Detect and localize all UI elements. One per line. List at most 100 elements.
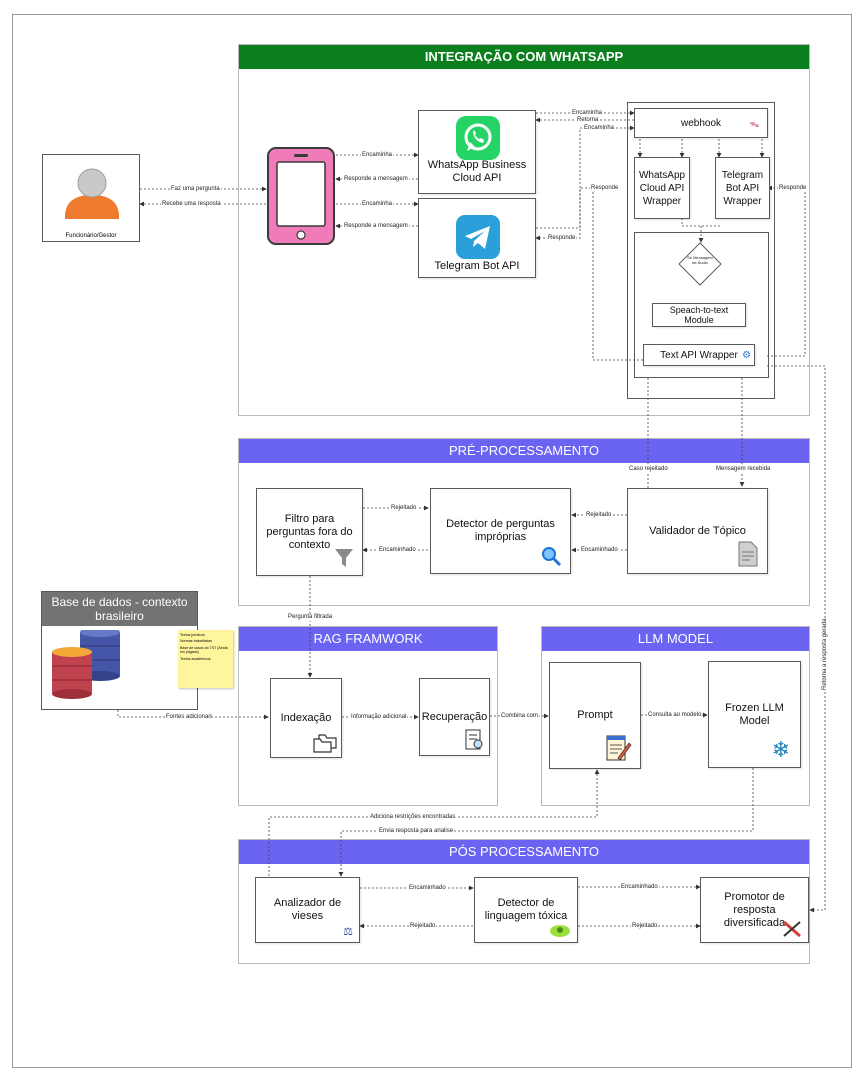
speech-to-text-label: Speach-to-text Module xyxy=(669,305,729,325)
edge-label-combina-com: Combina com xyxy=(500,713,540,720)
edge-label-rejeitado-3: Rejeitado xyxy=(409,923,437,930)
edge-label-encaminha-2: Encaminha xyxy=(361,201,394,208)
notepad-pencil-icon xyxy=(606,735,632,761)
edge-label-fontes-adicionais: Fontes adicionais xyxy=(165,714,214,721)
webhook-node: webhook ᯓ xyxy=(634,108,768,138)
database-icon xyxy=(52,630,120,699)
toxic-cloud-icon xyxy=(550,925,570,937)
edge-label-encaminhado-1: Encaminhado xyxy=(580,547,619,554)
whatsapp-api-node: WhatsApp Business Cloud API xyxy=(418,110,536,194)
document-icon xyxy=(738,541,758,567)
audio-decision-label: Se Mensagem de Áudio xyxy=(687,255,713,265)
whatsapp-icon xyxy=(456,116,500,160)
edge-adiciona-restricoes xyxy=(268,769,600,876)
filtro-label: Filtro para perguntas fora do contexto xyxy=(266,512,353,551)
edge-retorna-resposta xyxy=(767,365,826,913)
whatsapp-wrapper-node: WhatsApp Cloud API Wrapper xyxy=(634,157,690,219)
telegram-api-node: Telegram Bot API xyxy=(418,198,536,278)
speech-to-text-node: Speach-to-text Module xyxy=(652,303,746,327)
indexacao-label: Indexação xyxy=(280,711,332,724)
validador-label: Validador de Tópico xyxy=(649,524,746,537)
gear-doc-icon: ⚙ xyxy=(742,350,751,361)
preprocessing-panel-title: PRÉ-PROCESSAMENTO xyxy=(239,439,809,463)
user-label: Funcionário/Gestor xyxy=(65,233,117,239)
edge-label-encaminha-3: Encaminha xyxy=(571,110,604,117)
edge-label-responde-2: Responde xyxy=(778,185,808,192)
detector-improprias-label: Detector de perguntas impróprias xyxy=(446,518,555,543)
rag-panel-title: RAG FRAMWORK xyxy=(239,627,497,651)
database-sticky-note: Textos jurídicos Normas trabalhistas Bas… xyxy=(178,630,233,688)
whatsapp-panel-title: INTEGRAÇÃO COM WHATSAPP xyxy=(239,45,809,69)
edge-label-rejeitado-1: Rejeitado xyxy=(585,512,613,519)
edge-label-informacao-adicional: Informação adicional xyxy=(350,714,408,721)
telegram-icon xyxy=(456,215,500,259)
text-api-wrapper-node: Text API Wrapper ⚙ xyxy=(643,344,755,366)
doc-search-icon xyxy=(465,729,483,750)
diagram-frame xyxy=(12,14,852,1068)
edge-label-retorna-resposta: Retorna a resposta gerada xyxy=(822,618,828,690)
whatsapp-wrapper-label: WhatsApp Cloud API Wrapper xyxy=(638,169,686,207)
database-node: Base de dados - contexto brasileiro Text… xyxy=(41,591,233,710)
toxica-node: Detector de linguagem tóxica xyxy=(474,877,578,943)
folders-icon xyxy=(313,734,337,753)
validador-node: Validador de Tópico xyxy=(627,488,768,574)
edge-label-adiciona-restricoes: Adiciona restrições encontradas xyxy=(369,814,457,821)
recuperacao-node: Recuperação xyxy=(419,678,490,756)
telegram-api-label: Telegram Bot API xyxy=(434,260,520,272)
edge-label-responde-mensagem-1: Responde a mensagem xyxy=(343,176,409,183)
crossed-tools-icon xyxy=(783,920,801,938)
decision-diamond-icon xyxy=(678,242,722,286)
edge-label-responde-3: Responde xyxy=(547,235,577,242)
text-api-wrapper-label: Text API Wrapper xyxy=(660,349,738,361)
promotor-node: Promotor de resposta diversificada xyxy=(700,877,809,943)
edge-envia-resposta xyxy=(338,768,754,877)
recuperacao-label: Recuperação xyxy=(421,710,488,723)
frozen-llm-node: Frozen LLM Model ❄ xyxy=(708,661,801,768)
user-icon xyxy=(65,168,119,219)
postprocessing-panel-title: PÓS PROCESSAMENTO xyxy=(239,840,809,864)
edge-label-encaminhado-2: Encaminhado xyxy=(378,547,417,554)
vieses-label: Analizador de vieses xyxy=(273,897,342,922)
edge-label-rejeitado-2: Rejeitado xyxy=(390,505,418,512)
prompt-node: Prompt xyxy=(549,662,641,769)
indexacao-node: Indexação xyxy=(270,678,342,758)
edge-label-caso-rejeitado: Caso rejeitado xyxy=(628,466,669,473)
llm-panel-title: LLM MODEL xyxy=(542,627,809,651)
toxica-label: Detector de linguagem tóxica xyxy=(484,897,568,922)
edge-label-consulta-modelo: Consulta ao modelo xyxy=(647,712,703,719)
promotor-label: Promotor de resposta diversificada xyxy=(723,890,786,929)
frozen-llm-label: Frozen LLM Model xyxy=(725,701,784,727)
edge-label-encaminhado-4: Encaminhado xyxy=(620,884,659,891)
webhook-label: webhook xyxy=(680,117,722,129)
telegram-wrapper-label: Telegram Bot API Wrapper xyxy=(721,169,764,207)
detector-improprias-node: Detector de perguntas impróprias xyxy=(430,488,571,574)
edge-wrapper-join xyxy=(681,218,720,227)
edge-label-envia-resposta: Envia resposta para analise xyxy=(378,828,455,835)
edge-label-encaminha-1: Encaminha xyxy=(361,152,394,159)
edge-label-encaminha-4: Encaminha xyxy=(583,125,616,132)
db-note-4: Textos acadêmicos xyxy=(180,656,211,661)
edge-label-retorna: Retorna xyxy=(576,117,600,124)
search-icon xyxy=(542,547,562,567)
audio-decision-node: Se Mensagem de Áudio xyxy=(678,242,722,286)
prompt-label: Prompt xyxy=(577,709,613,721)
db-note-3: Base de casos do TST (Ainda em julgado) xyxy=(180,645,228,655)
filtro-node: Filtro para perguntas fora do contexto xyxy=(256,488,363,576)
edge-label-responde-mensagem-2: Responde a mensagem xyxy=(343,223,409,230)
db-note-1: Textos jurídicos xyxy=(180,633,205,637)
edge-label-recebe-resposta: Recebe uma resposta xyxy=(161,201,222,208)
webhook-icon: ᯓ xyxy=(749,119,759,130)
vieses-node: Analizador de vieses ⚖ xyxy=(255,877,360,943)
telegram-wrapper-node: Telegram Bot API Wrapper xyxy=(715,157,770,219)
edge-responde-telegram xyxy=(535,187,643,361)
whatsapp-api-label: WhatsApp Business Cloud API xyxy=(427,159,527,184)
edge-label-pergunta-filtrada: Pergunta filtrada xyxy=(287,614,334,621)
user-node: Funcionário/Gestor xyxy=(42,154,140,242)
people-chart-icon: ⚖ xyxy=(343,926,353,938)
edge-label-responde-1: Responde xyxy=(590,185,620,192)
edge-label-rejeitado-4: Rejeitado xyxy=(631,923,659,930)
snowflake-icon: ❄ xyxy=(771,737,790,762)
edge-label-mensagem-recebida: Mensagem recebida xyxy=(715,466,772,473)
db-note-2: Normas trabalhistas xyxy=(180,639,212,644)
funnel-icon xyxy=(335,549,353,567)
